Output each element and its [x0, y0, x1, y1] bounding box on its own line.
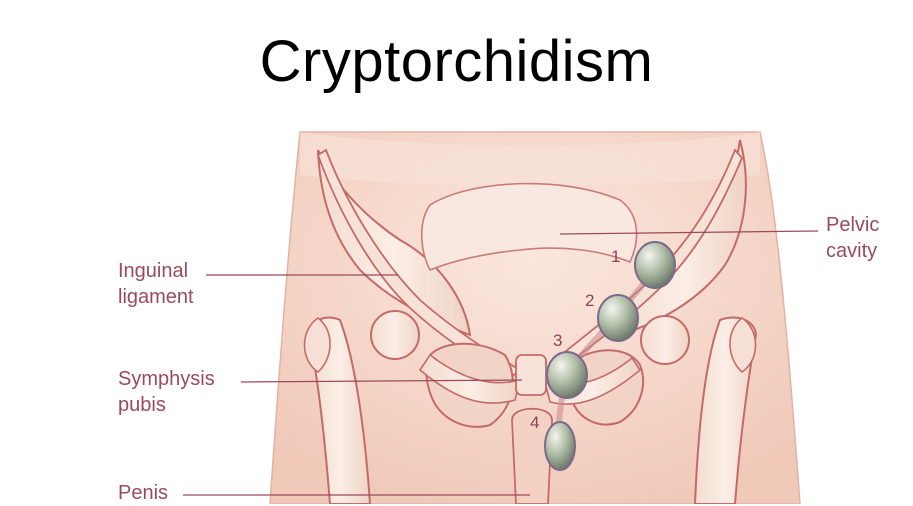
pelvic-brim: [420, 182, 638, 272]
slide-title: Cryptorchidism: [259, 29, 654, 94]
label-inguinal-ligament: Inguinal ligament: [118, 260, 194, 308]
leader-pelvic: [559, 230, 819, 235]
testis-4-icon: [544, 421, 576, 471]
testis-2-icon: [597, 294, 639, 342]
body-silhouette: [269, 131, 801, 504]
symphysis: [515, 354, 547, 396]
left-iliac-wing: [317, 149, 472, 337]
position-number-3: 3: [553, 331, 563, 350]
label-symphysis-pubis: Symphysis pubis: [118, 368, 215, 416]
penis-shape: [511, 407, 553, 504]
label-pelvic-cavity: Pelvic cavity: [826, 214, 880, 262]
leader-symphysis: [240, 379, 523, 383]
testis-1-icon: [634, 241, 676, 289]
right-femoral-head: [640, 315, 690, 365]
position-number-2: 2: [585, 291, 595, 310]
position-number-4: 4: [530, 413, 540, 432]
label-penis: Penis: [118, 482, 169, 504]
position-number-1: 1: [611, 247, 621, 266]
left-femoral-head: [370, 310, 420, 360]
descent-path: [555, 259, 663, 448]
testis-3-icon: [546, 351, 588, 399]
